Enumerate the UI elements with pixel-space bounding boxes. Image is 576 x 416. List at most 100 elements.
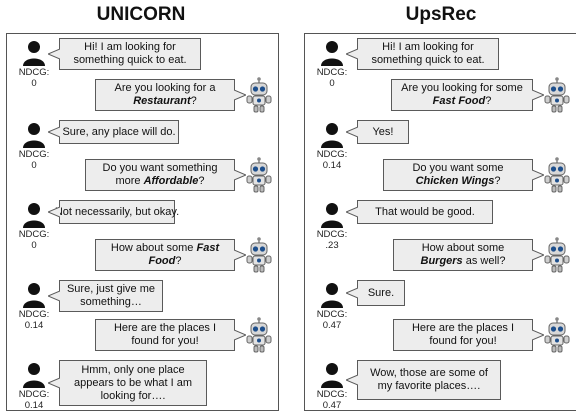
utterance-emphasis: Restaurant [133,95,191,107]
ndcg-label: NDCG: [18,229,50,240]
utterance-text: looking for…. [100,389,166,402]
utterance-text: Wow, those are some of [370,367,488,379]
utterance-line: Here are the places I [412,322,514,335]
utterance-text: That would be good. [375,205,475,218]
utterance-line: Do you want some [412,162,503,175]
utterance-line: Food? [148,255,181,268]
ndcg-value: .23 [325,240,339,251]
utterance-line: my favorite places…. [378,380,481,393]
ndcg-score: NDCG:0 [14,149,54,171]
user-person-icon [23,283,45,308]
utterance-line: Hi! I am looking for [382,41,474,54]
ndcg-value: 0.14 [322,160,342,171]
ndcg-label: NDCG: [316,229,348,240]
speech-tail-icon [234,89,246,101]
utterance-line: found for you! [131,335,198,348]
user-person-icon [23,363,45,388]
utterance-text: ? [485,95,492,107]
ndcg-value: 0.47 [322,400,342,411]
user-utterance-bubble: That would be good. [346,200,493,224]
ndcg-value: 0.14 [24,320,44,331]
ndcg-label: NDCG: [18,389,50,400]
utterance-line: Are you looking for a [115,82,216,95]
utterance-text: as well? [462,255,506,267]
utterance-line: Fast Food? [433,95,492,108]
ndcg-label: NDCG: [316,149,348,160]
utterance-text: ? [190,95,197,107]
utterance-line: found for you! [429,335,496,348]
utterance-line: Sure. [368,287,394,300]
ndcg-value: 0 [31,240,37,251]
utterance-text: something quick to eat. [73,54,187,66]
utterance-line: Sure, just give me [67,283,155,296]
column-title-upsrec: UpsRec [405,4,477,25]
utterance-text: Hi! I am looking for [382,41,474,53]
speech-tail-icon [48,206,60,218]
user-person-icon [321,123,343,148]
utterance-line: Here are the places I [114,322,216,335]
user-utterance-bubble: Sure, any place will do. [48,120,179,144]
utterance-line: Do you want something [103,162,218,175]
utterance-text: something quick to eat. [371,54,485,66]
utterance-text: Are you looking for some [401,82,523,94]
ndcg-value: 0 [31,160,37,171]
speech-tail-icon [346,374,358,386]
ndcg-value: 0 [31,78,37,89]
utterance-line: Wow, those are some of [370,367,488,380]
robot-agent-icon [246,237,272,273]
utterance-line: more Affordable? [115,175,204,188]
ndcg-score: NDCG:0.14 [14,309,54,331]
ndcg-score: NDCG:.23 [312,229,352,251]
utterance-text: more [115,175,144,187]
ndcg-value: 0.14 [24,400,44,411]
robot-agent-icon [246,157,272,193]
utterance-text: ? [198,175,205,187]
utterance-emphasis: Food [148,255,176,267]
user-person-icon [321,283,343,308]
speech-tail-icon [48,48,60,60]
speech-tail-icon [234,249,246,261]
utterance-text: appears to be what I am [73,376,192,389]
ndcg-score: NDCG:0 [14,67,54,89]
speech-tail-icon [532,169,544,181]
utterance-text: found for you! [429,335,497,347]
utterance-line: Not necessarily, but okay. [55,206,179,219]
ndcg-score: NDCG:0.14 [14,389,54,411]
speech-tail-icon [48,377,60,389]
utterance-line: Chicken Wings? [416,175,501,188]
utterance-text: Here are the places I [113,322,217,334]
robot-agent-icon [544,317,570,353]
user-person-icon [23,41,45,66]
speech-tail-icon [346,206,358,218]
ndcg-label: NDCG: [316,389,348,400]
speech-tail-icon [532,329,544,341]
utterance-text: Not necessarily, but okay. [54,205,180,218]
user-utterance-bubble: Yes! [346,120,409,144]
utterance-text: Yes! [372,125,394,138]
ndcg-score: NDCG:0.47 [312,389,352,411]
robot-agent-icon [544,77,570,113]
speech-tail-icon [532,89,544,101]
utterance-text: Here are the places I [411,322,515,334]
utterance-text: something… [80,296,142,308]
utterance-text: ? [494,175,501,187]
ndcg-label: NDCG: [18,309,50,320]
robot-agent-icon [544,157,570,193]
ndcg-label: NDCG: [316,309,348,320]
utterance-line: something… [80,296,142,309]
utterance-line: Yes! [372,126,393,139]
ndcg-label: NDCG: [18,67,50,78]
ndcg-score: NDCG:0.14 [312,149,352,171]
utterance-emphasis: Fast [196,242,220,254]
utterance-text: Hmm, only one place [81,363,185,376]
utterance-line: That would be good. [375,206,475,219]
